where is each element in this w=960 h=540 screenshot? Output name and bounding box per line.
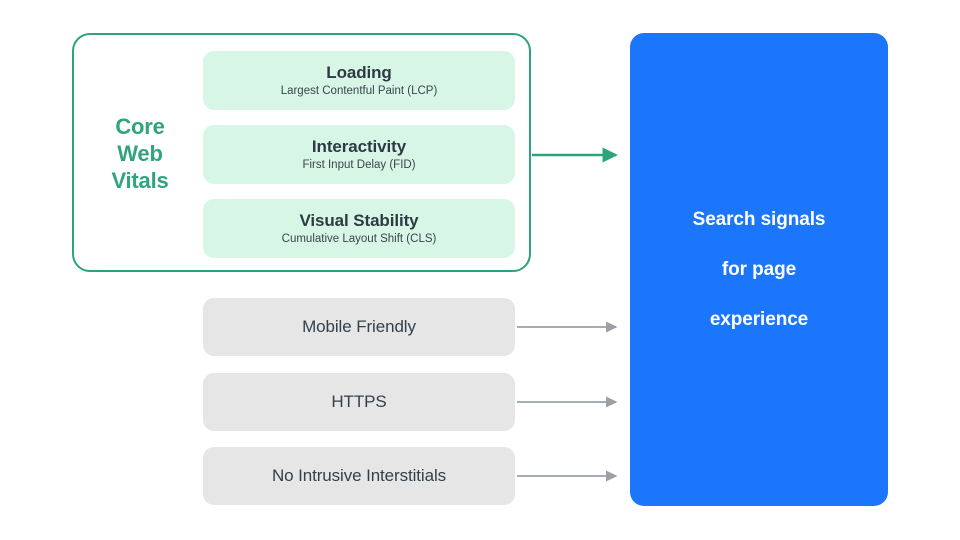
core-web-vitals-group-label: Core Web Vitals — [94, 113, 186, 194]
signal-label: HTTPS — [331, 392, 387, 411]
search-signals-box[interactable]: Search signals for page experience — [630, 33, 888, 506]
core-web-vitals-group — [72, 33, 531, 272]
signal-card-no-intrusive-interstitials[interactable]: No Intrusive Interstitials — [203, 447, 515, 505]
metric-subtitle: Cumulative Layout Shift (CLS) — [281, 233, 437, 245]
search-signals-label-line-2: for page — [721, 259, 797, 280]
metric-subtitle: Largest Contentful Paint (LCP) — [280, 85, 438, 97]
search-signals-label-line-1: Search signals — [692, 209, 826, 230]
core-web-vitals-label-line-2: Web — [117, 141, 163, 166]
core-web-vitals-label-line-3: Vitals — [111, 168, 169, 193]
metric-card-visual-stability[interactable]: Visual Stability Cumulative Layout Shift… — [203, 199, 515, 258]
search-signals-label-line-3: experience — [709, 309, 809, 330]
signal-card-mobile-friendly[interactable]: Mobile Friendly — [203, 298, 515, 356]
metric-title: Interactivity — [311, 137, 407, 156]
metric-title: Loading — [326, 63, 392, 82]
metric-subtitle: First Input Delay (FID) — [302, 159, 416, 171]
core-web-vitals-label-line-1: Core — [115, 114, 165, 139]
signal-label: Mobile Friendly — [302, 317, 416, 336]
metric-card-interactivity[interactable]: Interactivity First Input Delay (FID) — [203, 125, 515, 184]
metric-title: Visual Stability — [299, 211, 419, 230]
signal-card-https[interactable]: HTTPS — [203, 373, 515, 431]
metric-card-loading[interactable]: Loading Largest Contentful Paint (LCP) — [203, 51, 515, 110]
search-signals-label: Search signals for page experience — [693, 182, 826, 357]
signal-label: No Intrusive Interstitials — [271, 466, 447, 485]
